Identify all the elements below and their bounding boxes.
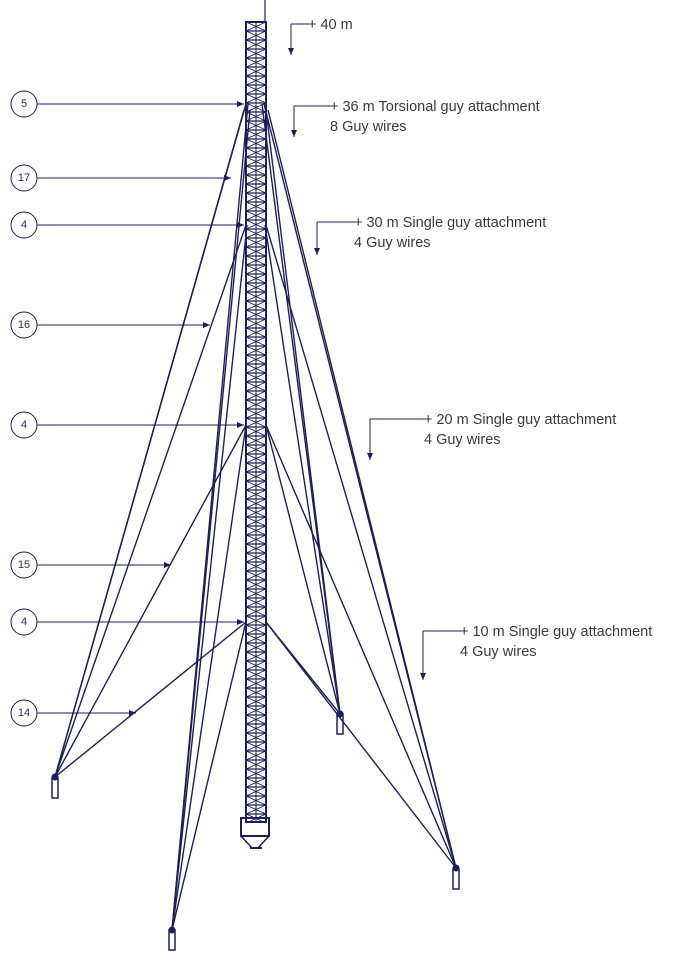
callout-5-label: 5 [21,98,27,110]
guy-wire-right-far [265,424,457,869]
guy-wire-right-near [265,109,341,715]
level-36m-guy-count: 8 Guy wires [330,119,407,135]
guy-wire-front [171,109,251,931]
guy-wire-right-far [265,224,457,869]
level-40m-label: + 40 m [308,17,353,33]
callout-15: 15 [10,551,171,579]
callout-4-upper-label: 4 [21,219,27,231]
level-30m-guy-count: 4 Guy wires [354,235,431,251]
level-20m-guy-count: 4 Guy wires [424,432,501,448]
callout-15-label: 15 [18,559,30,571]
guy-wire-left [54,109,245,778]
anchor-left [51,773,59,799]
level-marker-20m: + 20 m Single guy attachment 4 Guy wires [367,412,616,460]
anchor-right-near [336,710,344,735]
callout-16: 16 [10,311,210,339]
guy-wire-front [171,224,248,931]
guy-wire-front [171,424,247,931]
level-marker-10m: + 10 m Single guy attachment 4 Guy wires [420,624,652,680]
guy-wire-right-far [265,621,457,869]
level-30m-label: + 30 m Single guy attachment [354,215,546,231]
anchor-front [168,926,176,951]
level-10m-guy-count: 4 Guy wires [460,644,537,660]
callout-4-lower: 4 [10,608,244,636]
level-marker-40m: + 40 m [288,17,353,55]
callout-14: 14 [10,699,136,727]
callout-16-label: 16 [18,319,30,331]
callout-17-label: 17 [18,172,30,184]
callout-14-label: 14 [18,707,30,719]
callout-17: 17 [10,164,231,192]
guy-wire-left [54,424,247,778]
mast-base [240,817,270,849]
level-marker-30m: + 30 m Single guy attachment 4 Guy wires [314,215,546,255]
guy-wire-right-far [267,109,457,869]
guy-wire-left [54,621,247,778]
callout-4-middle-label: 4 [21,419,27,431]
callout-4-upper: 4 [10,211,244,239]
callout-4-lower-label: 4 [21,616,27,628]
guy-wire-right-near [265,424,341,715]
guy-wire-right-near [264,224,341,715]
mast-lattice [245,21,267,824]
level-marker-36m: + 36 m Torsional guy attachment 8 Guy wi… [291,99,540,137]
guy-wires [54,103,457,931]
level-10m-label: + 10 m Single guy attachment [460,624,652,640]
anchors [51,710,460,951]
level-36m-label: + 36 m Torsional guy attachment [330,99,540,115]
level-20m-label: + 20 m Single guy attachment [424,412,616,428]
callout-4-middle: 4 [10,411,244,439]
anchor-right-far [452,864,460,890]
callout-5: 5 [10,90,244,118]
guy-wire-front [171,621,247,931]
guy-wire-left [54,224,247,778]
mast [240,0,270,849]
